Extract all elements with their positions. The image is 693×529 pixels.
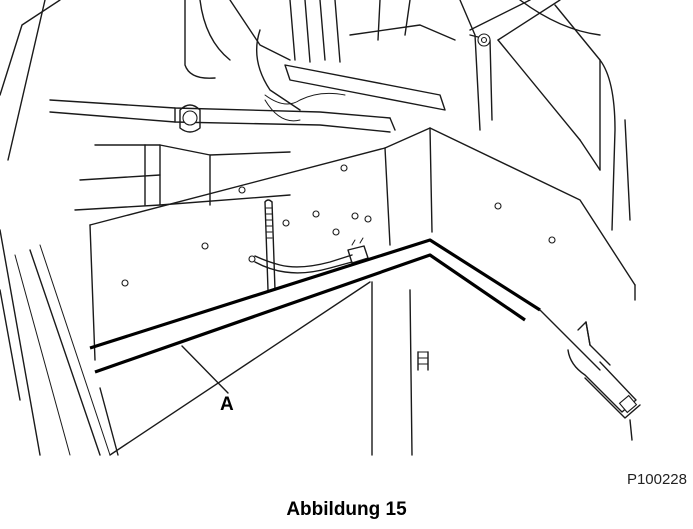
cable-and-connector (254, 237, 369, 274)
latch (567, 321, 641, 441)
threaded-rod (264, 199, 276, 291)
figure-caption: Abbildung 15 (286, 499, 407, 520)
figure-id: P100228 (626, 471, 687, 488)
seal-gasket (89, 238, 541, 374)
rear-panel (121, 164, 556, 287)
box-outer-walls (89, 127, 636, 456)
left-side-frame (0, 0, 111, 456)
callout-a: A (181, 345, 234, 415)
upper-machinery (184, 0, 631, 231)
technical-line-drawing: A (0, 0, 641, 456)
callout-label: A (220, 394, 234, 415)
box-inner-opening (109, 281, 601, 456)
top-ledge (49, 99, 396, 211)
